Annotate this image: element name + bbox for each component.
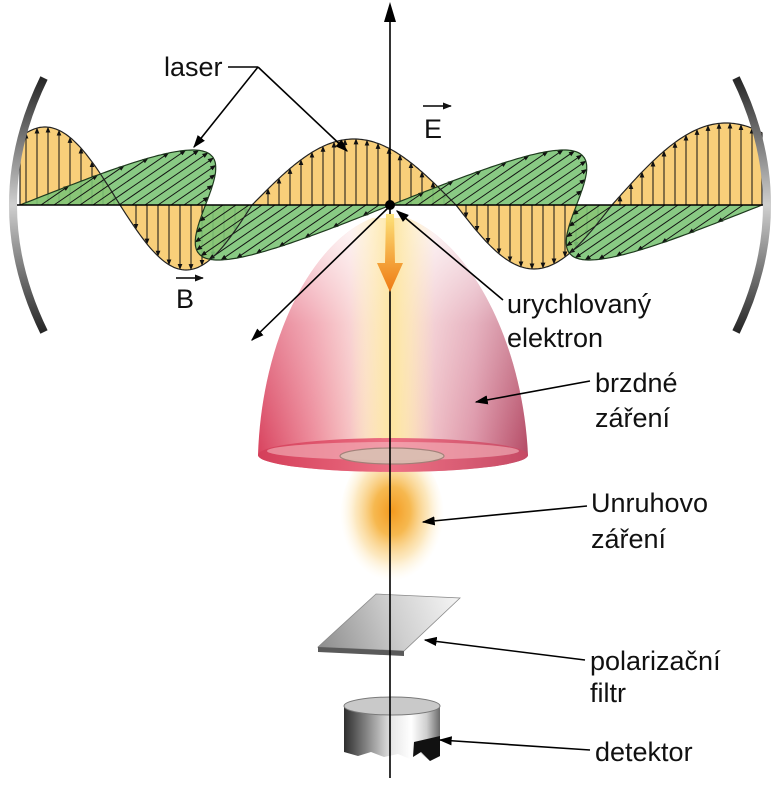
detector-pointer bbox=[438, 736, 591, 751]
b-field-vector bbox=[430, 170, 482, 206]
b-field-vector bbox=[200, 204, 276, 257]
electric-field-outline bbox=[19, 122, 763, 271]
electron bbox=[385, 200, 395, 210]
b-field-vector bbox=[547, 179, 586, 206]
b-field-vector bbox=[183, 184, 213, 206]
b-field-vector bbox=[404, 191, 425, 206]
b-field-vector bbox=[637, 204, 705, 252]
bremsstrahlung-label-line1: brzdné bbox=[595, 368, 678, 398]
b-field-vector bbox=[157, 164, 217, 206]
electron-label-line2: elektron bbox=[507, 323, 603, 353]
b-field-vector bbox=[568, 204, 640, 254]
filter-pointer bbox=[423, 636, 586, 661]
b-field-vector bbox=[584, 204, 666, 261]
b-field-vector bbox=[495, 150, 575, 206]
b-field-vector bbox=[53, 174, 99, 206]
left-mirror bbox=[9, 76, 48, 334]
b-field-vector bbox=[66, 165, 125, 206]
e-field-label: E bbox=[424, 114, 442, 144]
b-field-vector bbox=[456, 155, 530, 206]
electron-label-line1: urychlovaný bbox=[507, 289, 652, 319]
detector-top bbox=[343, 696, 441, 716]
unruh-label-line1: Unruhovo bbox=[591, 488, 708, 518]
beam-axis-arrowhead bbox=[384, 2, 396, 22]
filter-label-line1: polarizační bbox=[590, 646, 721, 676]
cone-base-center bbox=[339, 447, 445, 465]
b-field-vector bbox=[40, 185, 70, 206]
b-field-vector bbox=[417, 180, 454, 206]
polarization-filter bbox=[317, 593, 461, 656]
b-field-vector bbox=[278, 204, 341, 248]
bremsstrahlung-label-line2: záření bbox=[595, 403, 671, 433]
b-field-vector bbox=[534, 168, 588, 206]
unruh-pointer bbox=[421, 505, 588, 526]
detector bbox=[343, 696, 441, 761]
detector-dark-corner bbox=[413, 736, 440, 761]
b-field-vector bbox=[194, 204, 250, 243]
b-field-vector bbox=[92, 152, 170, 206]
b-field-vector bbox=[144, 157, 214, 206]
unruh-label-line2: záření bbox=[591, 524, 667, 554]
unruh-radiation-glow bbox=[340, 448, 444, 588]
electron-pointer bbox=[396, 210, 504, 301]
b-field-vector bbox=[661, 204, 718, 244]
b-field-vector bbox=[560, 190, 583, 206]
b-field-vector bbox=[199, 204, 224, 222]
b-field-vector bbox=[598, 204, 679, 260]
b-field-vector bbox=[566, 204, 614, 238]
filter-edge bbox=[318, 647, 404, 656]
b-field-vector bbox=[521, 160, 587, 206]
bremsstrahlung-cone bbox=[258, 213, 528, 472]
b-field-vector bbox=[688, 204, 731, 234]
b-field-vector bbox=[118, 149, 200, 206]
laser-pointer-right bbox=[257, 66, 348, 152]
b-field-vector bbox=[469, 151, 549, 206]
b-field-vector bbox=[508, 154, 583, 206]
b-field-vector bbox=[255, 204, 328, 255]
b-field-vector bbox=[443, 161, 507, 206]
b-field-vector bbox=[196, 204, 237, 233]
b-field-vector bbox=[236, 204, 315, 259]
b-field-vector bbox=[717, 204, 744, 223]
b-field-vector bbox=[79, 157, 149, 206]
right-mirror bbox=[732, 76, 771, 334]
b-field-vector bbox=[170, 174, 216, 206]
detector-label: detektor bbox=[595, 737, 693, 767]
electron-oscillation-vector bbox=[251, 206, 390, 341]
b-field-vector bbox=[196, 204, 263, 251]
b-field-label: B bbox=[176, 284, 194, 314]
b-field-vector bbox=[332, 204, 367, 229]
b-field-vector bbox=[105, 149, 186, 206]
b-field-vector bbox=[615, 204, 692, 257]
laser-pointer-left bbox=[193, 66, 259, 149]
b-field-vector bbox=[482, 149, 564, 206]
magnetic-field-vectors bbox=[40, 149, 744, 261]
b-field-vector bbox=[568, 204, 601, 227]
b-field-vector bbox=[362, 204, 380, 217]
b-field-vector bbox=[572, 204, 588, 216]
bremsstrahlung-pointer bbox=[474, 380, 591, 405]
b-field-vector bbox=[304, 204, 354, 239]
b-field-vector bbox=[574, 204, 653, 259]
electron-motion-arrow bbox=[377, 214, 403, 292]
laser-label: laser bbox=[164, 52, 223, 82]
b-field-vector bbox=[131, 152, 209, 206]
b-field-vector bbox=[196, 196, 209, 206]
b-field-vector bbox=[220, 204, 302, 261]
filter-label-line2: filtr bbox=[590, 678, 626, 708]
b-field-vector bbox=[208, 204, 289, 260]
